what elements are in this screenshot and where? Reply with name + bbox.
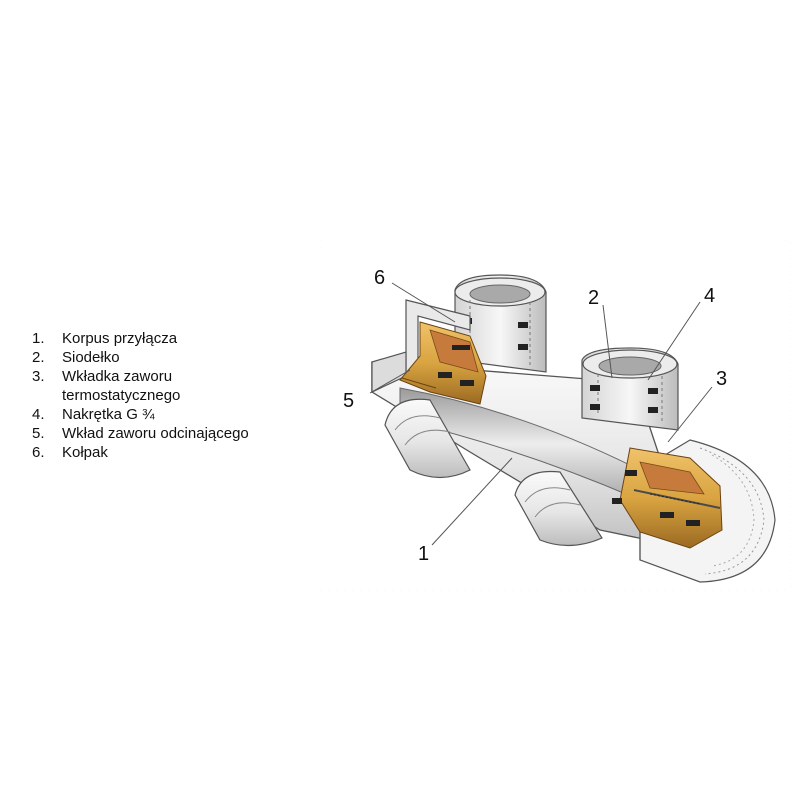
legend-item: 6. Kołpak — [32, 443, 249, 462]
legend-item: 5. Wkład zaworu odcinającego — [32, 424, 249, 443]
thermostatic-valve-insert — [612, 447, 723, 549]
callout-3: 3 — [716, 368, 727, 390]
legend-item-label: Siodełko — [62, 349, 120, 366]
legend-item-number: 2. — [32, 349, 45, 366]
legend-item: 4. Nakrętka G ¾ — [32, 405, 249, 424]
top-nut-right — [581, 347, 679, 431]
callout-5: 5 — [343, 390, 354, 412]
leader-line-4 — [647, 301, 701, 381]
leader-line-3 — [667, 386, 713, 443]
shutoff-valve-insert — [399, 321, 487, 405]
legend-item-label: Korpus przyłącza — [62, 330, 178, 347]
leader-line-2 — [602, 304, 613, 379]
lower-spigot-left — [384, 398, 471, 479]
legend-item-label: Nakrętka G ¾ — [62, 406, 155, 423]
callout-4: 4 — [704, 285, 715, 307]
background-dots — [319, 239, 791, 591]
top-nut-left — [454, 274, 547, 373]
legend-item-number: 5. — [32, 425, 45, 442]
legend-item-label: Kołpak — [62, 444, 108, 461]
callout-2: 2 — [588, 287, 599, 309]
leader-line-6 — [391, 282, 456, 323]
legend-item-label: Wkładka zaworu termostatycznego — [62, 368, 181, 404]
legend-item: 1. Korpus przyłącza — [32, 329, 249, 348]
legend-item-number: 1. — [32, 330, 45, 347]
lower-spigot-right — [514, 470, 603, 547]
callout-1: 1 — [418, 543, 429, 565]
callout-6: 6 — [374, 267, 385, 289]
legend-item: 3. Wkładka zaworu termostatycznego — [32, 367, 249, 405]
legend-item-number: 6. — [32, 444, 45, 461]
leader-line-1 — [431, 457, 513, 546]
legend-item-label: Wkład zaworu odcinającego — [62, 425, 249, 442]
parts-legend: 1. Korpus przyłącza 2. Siodełko 3. Wkład… — [32, 329, 249, 462]
leader-line-5 — [369, 369, 411, 394]
legend-item-number: 4. — [32, 406, 45, 423]
legend-item: 2. Siodełko — [32, 348, 249, 367]
leader-lines — [369, 282, 713, 546]
legend-item-number: 3. — [32, 368, 45, 385]
